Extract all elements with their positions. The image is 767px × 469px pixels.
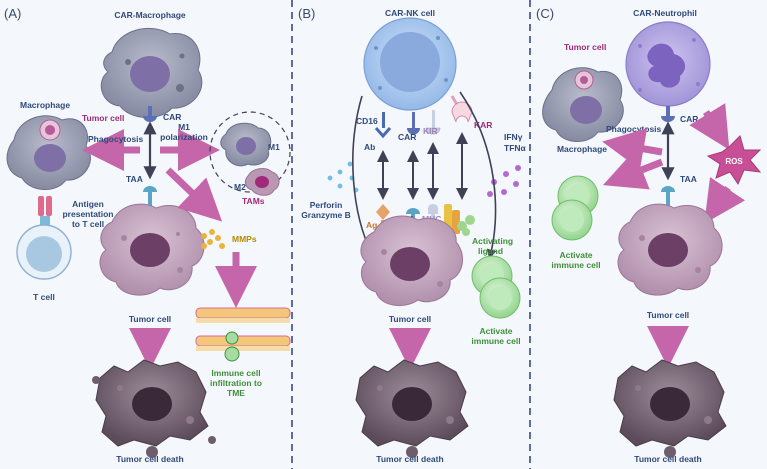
phagocytosis-arrow-c [602,128,663,170]
antigen-label-2: presentation [62,209,113,219]
m2-label: M2 [234,182,246,192]
macrophage-a-label: Macrophage [20,100,70,110]
infiltration-label-2: infiltration to [210,378,262,388]
panel-c-letter: (C) [536,6,554,21]
taa-receptor-icon [143,186,157,212]
tumor-cell-death-a-label: Tumor cell death [116,454,183,464]
car-neutrophil-label: CAR [680,114,698,124]
car-neutrophil-title: CAR-Neutrophil [633,8,697,18]
ros-arrow [689,103,730,150]
tumor-cell-c [617,203,723,296]
infiltration-label-3: TME [227,388,245,398]
m1-label: M1 [268,142,280,152]
cd16-label: CD16 [356,116,378,126]
tumor-cell-small-a-label: Tumor cell [82,113,124,123]
tumor-cell-a-label: Tumor cell [129,314,171,324]
macrophage-a-cell [6,115,91,190]
kir-receptor-icon [425,110,441,135]
ifn-label: IFNγ [504,132,523,142]
taa-c-label: TAA [680,174,697,184]
m1-polarization-label-2: polarization [160,132,208,142]
tumor-cell-death-b-label: Tumor cell death [376,454,443,464]
t-cell [16,224,72,280]
panel-c: (C) CAR-Neutrophil CAR Tumor cell Macrop… [536,6,762,464]
antigen-label-1: Antigen [72,199,104,209]
ab-label: Ab [364,142,375,152]
tumor-cell-b [360,215,464,307]
tissue-layers [195,307,291,362]
ros-tumor-arrow [704,177,746,224]
antigen-presentation-connector [38,196,52,226]
t-cell-label: T cell [33,292,55,302]
car-label: CAR [163,112,181,122]
tumor-cell-small-c-label: Tumor cell [564,42,606,52]
panel-b-letter: (B) [298,6,315,21]
tumor-cell-b-label: Tumor cell [389,314,431,324]
tumor-cell-c-label: Tumor cell [647,310,689,320]
tams-group-circle [209,111,291,193]
car-macrophage-cell [100,27,203,119]
car-nk-title: CAR-NK cell [385,8,435,18]
mmps-arrow [165,167,223,222]
kar-label: KAR [474,120,492,130]
panel-a: (A) CAR-Macrophage CAR TAA [4,6,291,464]
cytokine-arrow [459,91,497,260]
activating-label-1: Activating [472,236,513,246]
activate-b-label-1: Activate [479,326,512,336]
antigen-label-3: to T cell [72,219,104,229]
car-nk-cell [363,17,457,111]
tams-label: TAMs [242,196,265,206]
macrophage-c-label: Macrophage [557,144,607,154]
panel-dividers [291,0,531,469]
mmps-dots [201,229,225,249]
m1-polarization-label-1: M1 [178,122,190,132]
car-macrophage-title: CAR-Macrophage [114,10,186,20]
m2-macrophage-cell [244,168,280,196]
ros-label: ROS [725,157,743,166]
ag-label: Ag [366,220,377,230]
car-nk-label: CAR [398,132,416,142]
activating-label-2: ligand [478,246,503,256]
dead-tumor-cell-c [613,359,727,458]
m1-macrophage-cell [220,122,272,167]
kir-label: KIR [423,126,438,136]
dead-tumor-cell-b [355,359,469,458]
infiltration-label-1: Immune cell [211,368,260,378]
activate-arrow-c [602,150,664,190]
tnf-label: TFNα [504,143,527,153]
activate-c-label-1: Activate [559,250,592,260]
granzyme-label: Granzyme B [301,210,351,220]
cd16-receptor-icon [374,112,392,139]
taa-label: TAA [126,174,143,184]
phagocytosis-a-label: Phagocytosis [88,134,144,144]
perforin-label: Perforin [310,200,343,210]
car-neutrophil-cell [625,21,711,107]
activate-b-label-2: immune cell [471,336,520,346]
car-neutrophil-receptor-icon [661,106,675,122]
car-receptor-icon [143,106,157,122]
phagocytosis-c-label: Phagocytosis [606,124,662,134]
tumor-cell-death-c-label: Tumor cell death [634,454,701,464]
tumor-cell-a [99,203,205,296]
dead-tumor-cell-a [92,359,216,458]
activate-immune-cells-c [551,175,599,241]
mmps-label: MMPs [232,234,257,244]
ros-star-icon [706,135,762,186]
kar-receptor-icon [450,95,473,123]
macrophage-c-cell [542,67,624,142]
taa-c-receptor-icon [661,186,675,212]
car-nk-receptor-icon [407,112,420,135]
activate-immune-cells-b [471,255,521,319]
panel-a-letter: (A) [4,6,21,21]
activate-c-label-2: immune cell [551,260,600,270]
panel-b: (B) CAR-NK cell CD16 Ab CAR KIR [298,6,527,464]
